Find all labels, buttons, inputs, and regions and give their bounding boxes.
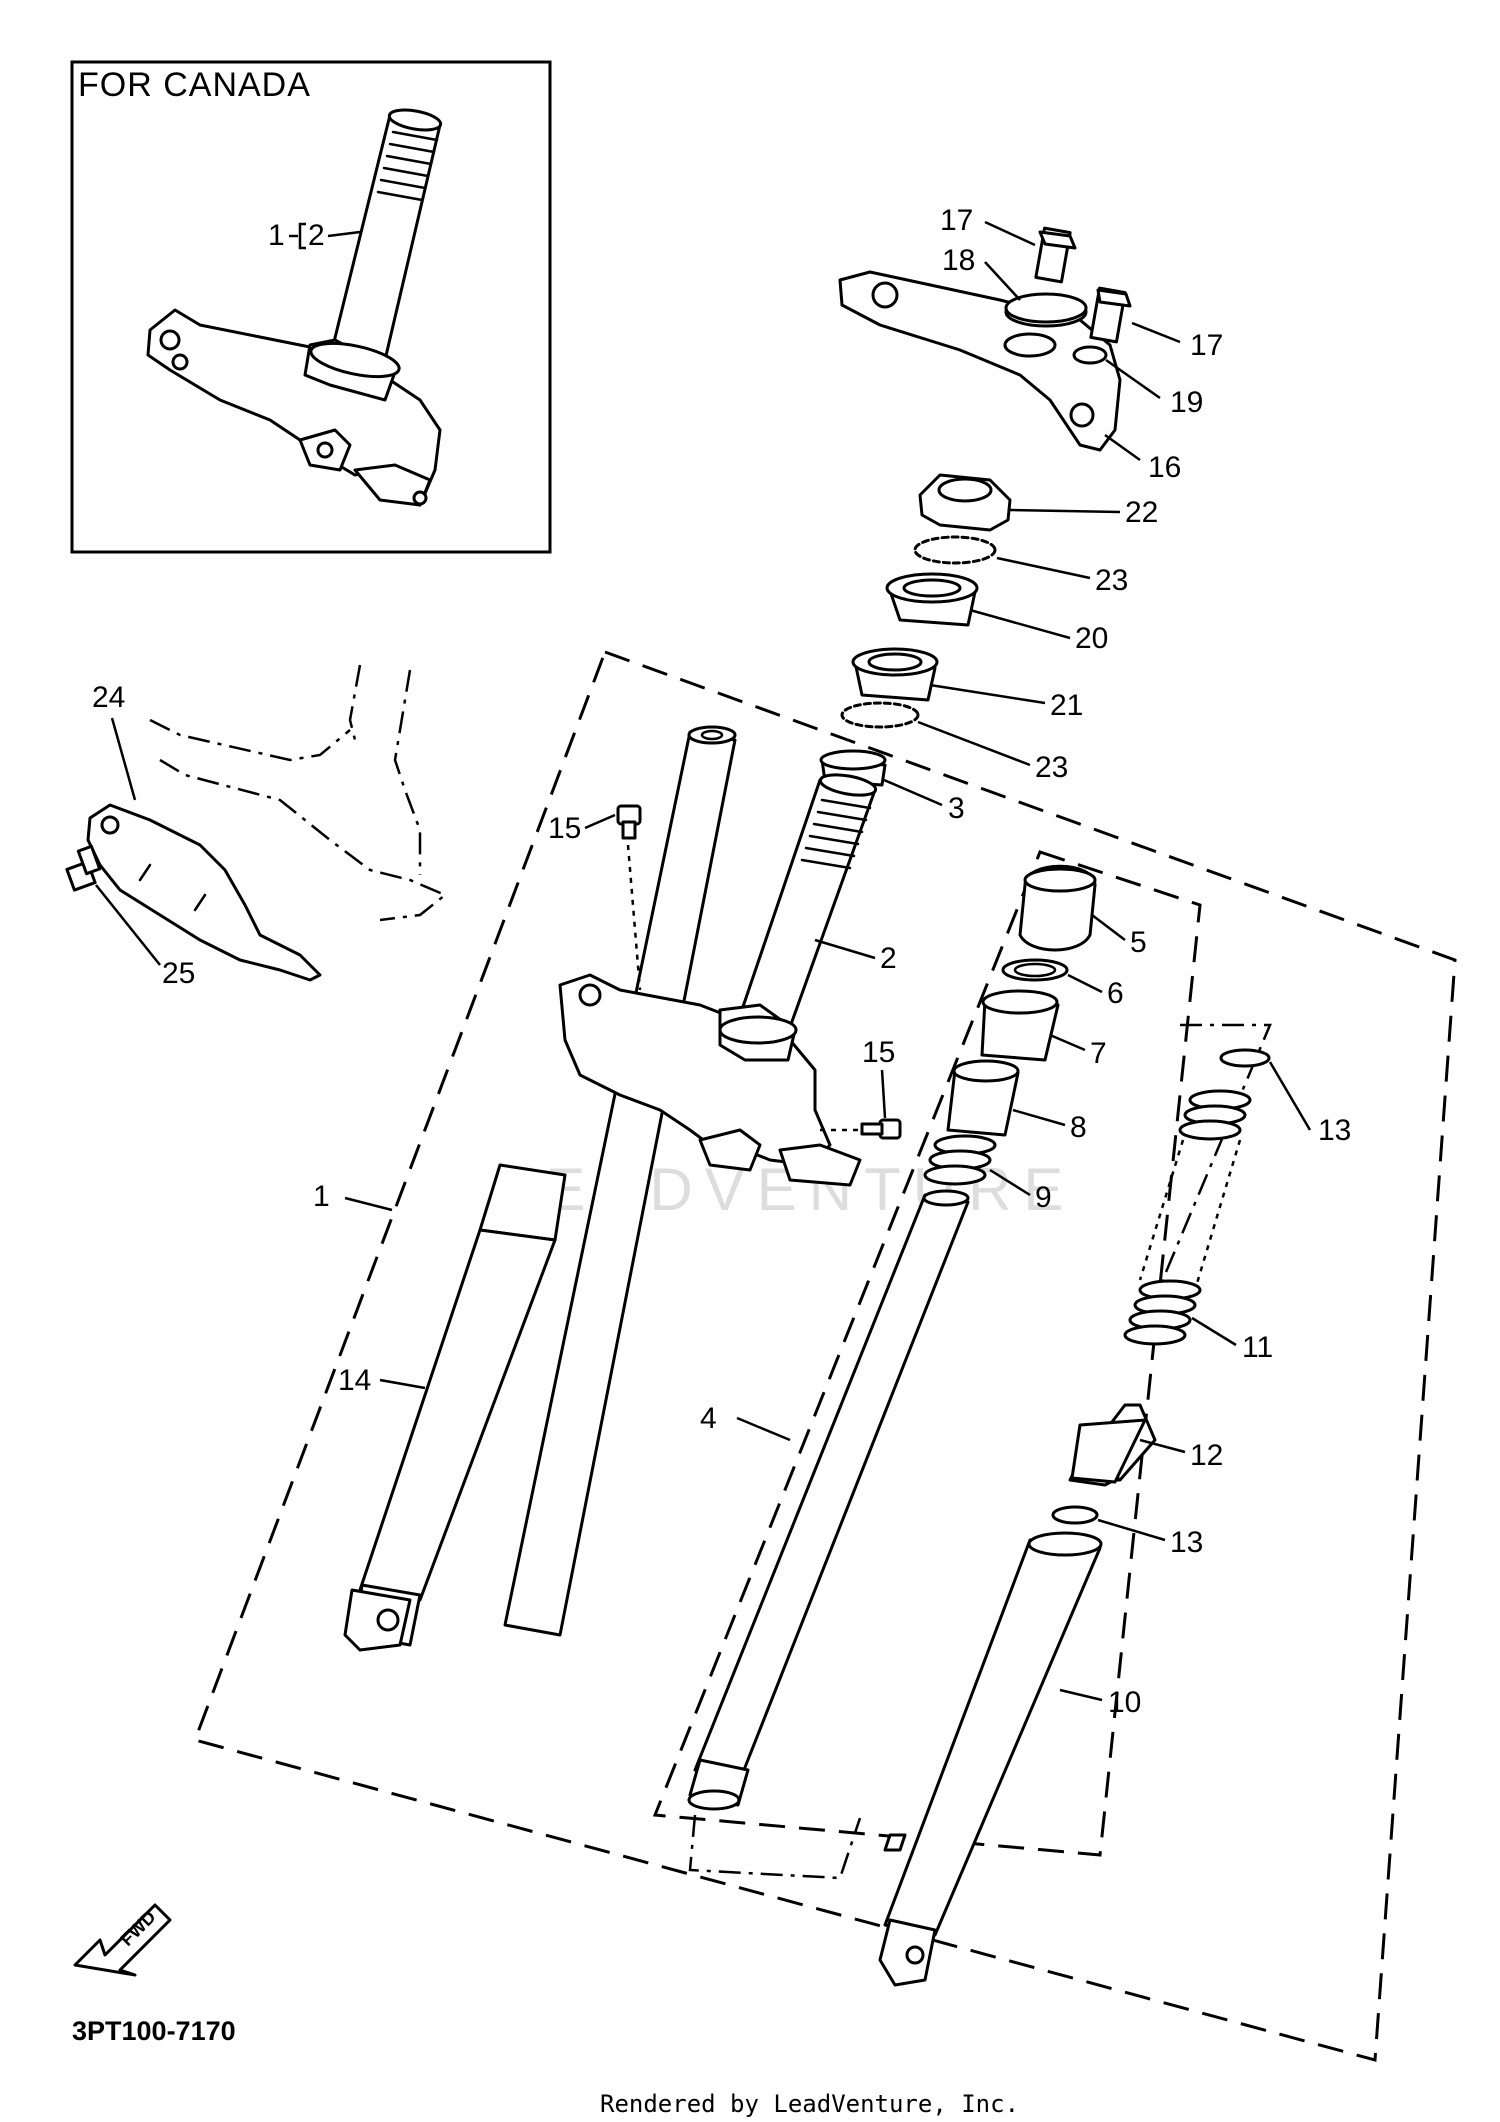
inner-tube-4 [687, 1189, 970, 1811]
label-19: 19 [1170, 386, 1203, 419]
inner-tube-outline [688, 1814, 862, 1880]
label-10: 10 [1108, 1686, 1141, 1719]
ring-13-upper [1219, 1048, 1271, 1068]
seat-12 [1068, 1403, 1157, 1487]
label-11: 11 [1242, 1331, 1273, 1364]
label-13-lower: 13 [1170, 1526, 1203, 1559]
canada-inset: FOR CANADA 1 2 [70, 60, 552, 554]
under-bracket [558, 973, 862, 1187]
label-14: 14 [338, 1364, 371, 1397]
ring-23-upper [913, 535, 997, 565]
label-23-lower: 23 [1035, 751, 1068, 784]
bolt-15-lower [860, 1118, 902, 1140]
label-7: 7 [1090, 1037, 1107, 1070]
label-18: 18 [942, 244, 975, 277]
label-17-upper: 17 [940, 204, 973, 237]
label-2: 2 [880, 942, 897, 975]
bolt-15-upper [616, 804, 642, 840]
label-23-upper: 23 [1095, 564, 1128, 597]
ring-6 [1001, 958, 1069, 982]
outer-tube-10 [878, 1531, 1103, 1987]
washer-19 [1072, 345, 1108, 365]
label-5: 5 [1130, 926, 1147, 959]
label-15-upper: 15 [548, 812, 581, 845]
label-24: 24 [92, 681, 125, 714]
label-25: 25 [162, 957, 195, 990]
label-6: 6 [1107, 977, 1124, 1010]
fork-tube-14 [343, 725, 737, 1652]
label-16: 16 [1148, 451, 1181, 484]
ring-nut-22 [918, 473, 1012, 532]
rod-dashed [1148, 1023, 1272, 1311]
fwd-arrow-icon: FWD [73, 1903, 172, 1977]
label-20: 20 [1075, 622, 1108, 655]
bearing-race-20 [885, 572, 979, 627]
bolt-17-lower [1089, 286, 1132, 344]
ring-13-lower [1051, 1505, 1099, 1525]
spring-9 [923, 1134, 997, 1186]
inset-label-2: 2 [308, 219, 325, 252]
label-9: 9 [1035, 1181, 1052, 1214]
label-3: 3 [948, 792, 965, 825]
label-4: 4 [700, 1402, 717, 1435]
rendered-by-credit: Rendered by LeadVenture, Inc. [600, 2090, 1019, 2118]
cap-5 [1018, 864, 1097, 952]
inner-tube-boundary [652, 850, 1202, 1857]
bushing-8 [946, 1059, 1020, 1137]
inset-title: FOR CANADA [78, 66, 311, 104]
bolt-17-upper [1034, 226, 1077, 284]
bushing-7 [980, 989, 1060, 1062]
spring-11 [1123, 1089, 1252, 1346]
label-21: 21 [1050, 689, 1083, 722]
label-12: 12 [1190, 1439, 1223, 1472]
label-22: 22 [1125, 496, 1158, 529]
bearing-race-21 [851, 647, 939, 702]
bracket-bolt [65, 844, 102, 892]
label-13-upper: 13 [1318, 1114, 1351, 1147]
inset-steering-stem [146, 108, 443, 507]
label-8: 8 [1070, 1111, 1087, 1144]
headlight-bracket [86, 803, 322, 982]
label-15-lower: 15 [862, 1036, 895, 1069]
frame-outline-phantom [149, 664, 448, 922]
label-17-lower: 17 [1190, 329, 1223, 362]
bolt-15-upper-line [626, 844, 642, 991]
assembly-boundary [193, 650, 1457, 2062]
diagram-code: 3PT100-7170 [72, 2016, 236, 2046]
inset-label-1: 1 [268, 219, 285, 252]
label-1: 1 [313, 1180, 330, 1213]
ring-23-lower [840, 701, 920, 729]
washer-18 [1004, 292, 1088, 328]
